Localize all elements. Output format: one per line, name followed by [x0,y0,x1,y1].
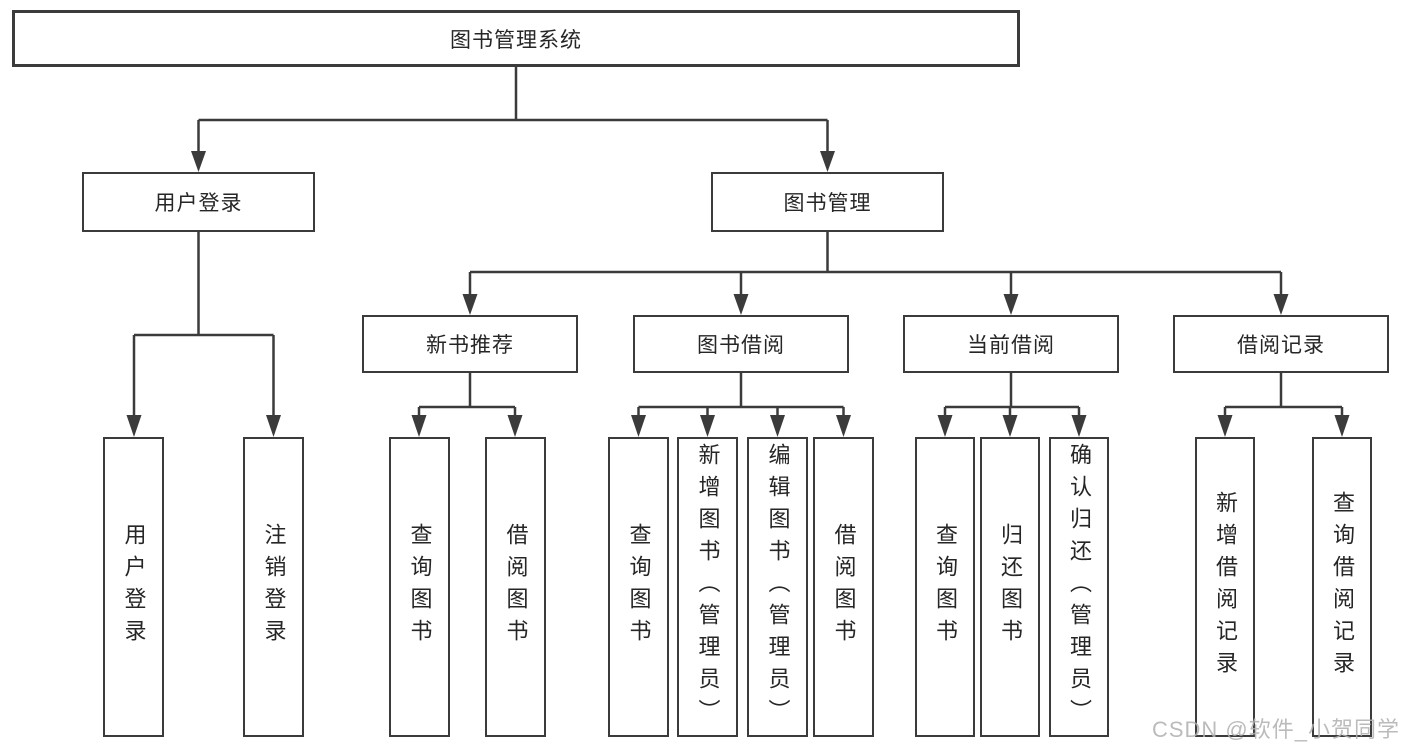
watermark: CSDN @软件_小贺同学 [1151,717,1400,742]
leaf-user-login: 用户登录 [103,437,164,737]
node-borrowing-records: 借阅记录 [1173,315,1389,373]
leaf-return-books: 归还图书 [980,437,1040,737]
leaf-query-books-recommend: 查询图书 [389,437,450,737]
leaf-confirm-return-admin: 确认归还（管理员） [1049,437,1109,737]
leaf-logout: 注销登录 [243,437,304,737]
node-library-system: 图书管理系统 [12,10,1020,67]
node-current-borrowing: 当前借阅 [903,315,1119,373]
leaf-query-books-borrowing: 查询图书 [608,437,669,737]
leaf-borrow-books-borrowing: 借阅图书 [813,437,874,737]
leaf-borrow-books-recommend: 借阅图书 [485,437,546,737]
leaf-query-borrow-record: 查询借阅记录 [1312,437,1372,737]
leaf-add-book-admin: 新增图书（管理员） [677,437,738,737]
leaf-add-borrow-record: 新增借阅记录 [1195,437,1255,737]
node-user-login: 用户登录 [82,172,315,232]
node-book-borrowing: 图书借阅 [633,315,849,373]
node-new-book-recommendation: 新书推荐 [362,315,578,373]
node-book-management: 图书管理 [711,172,944,232]
leaf-query-books-current: 查询图书 [915,437,975,737]
leaf-edit-book-admin: 编辑图书（管理员） [747,437,808,737]
